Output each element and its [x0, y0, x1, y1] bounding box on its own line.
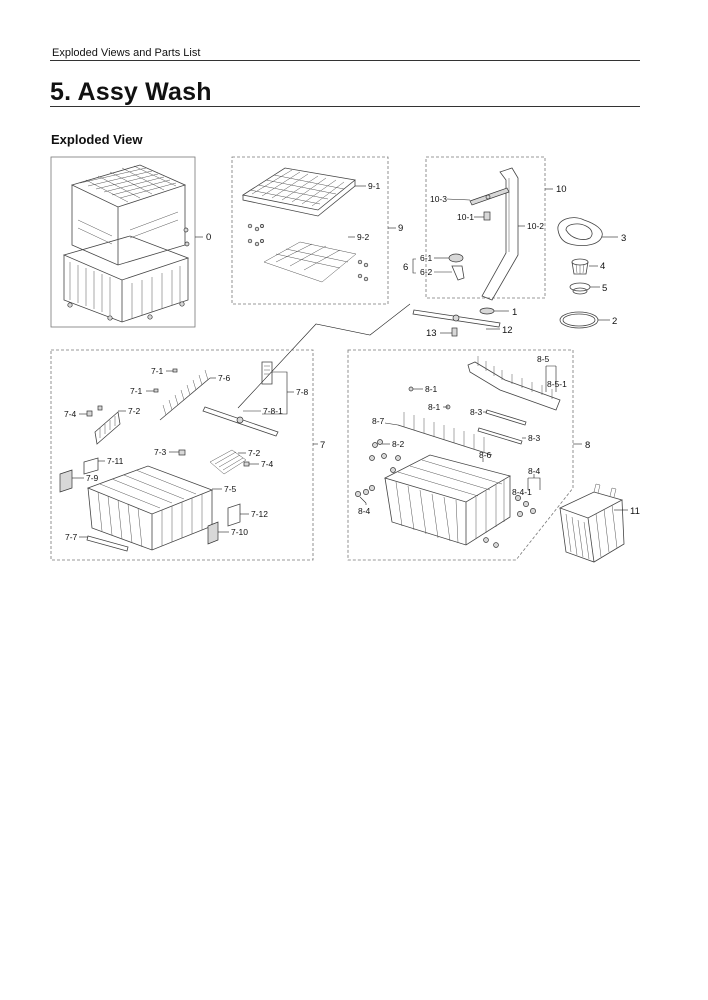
callout-8-6: 8-6 — [479, 450, 492, 460]
callout-10-2: 10-2 — [527, 221, 544, 231]
section-header: Exploded Views and Parts List — [52, 47, 201, 59]
callout-7-8-1: 7-8-1 — [263, 406, 283, 416]
callout-9: 9 — [398, 223, 403, 234]
callout-7-12: 7-12 — [251, 509, 268, 519]
assembly-8-frame — [347, 349, 574, 561]
callout-9-1: 9-1 — [368, 181, 381, 191]
part-6-1-disc — [448, 253, 464, 263]
callout-6: 6 — [403, 262, 408, 273]
callout-8-1a: 8-1 — [425, 384, 438, 394]
assembly-7-frame — [50, 349, 314, 561]
callout-7-6: 7-6 — [218, 373, 231, 383]
part-7-1-clip — [153, 368, 178, 393]
callout-2: 2 — [612, 316, 617, 327]
part-7-6-tine-row — [159, 369, 211, 421]
callout-8-5: 8-5 — [537, 354, 550, 364]
callout-11: 11 — [630, 506, 640, 517]
part-2-gasket — [559, 311, 599, 329]
callout-7-1a: 7-1 — [151, 366, 164, 376]
part-7-2-cup-shelf — [209, 449, 247, 475]
callout-7-10: 7-10 — [231, 527, 248, 537]
part-8-5-tine-section — [467, 356, 561, 411]
callout-8-2: 8-2 — [392, 439, 405, 449]
title-rule — [50, 106, 640, 107]
part-7-11-handle — [83, 457, 99, 475]
part-7-10-bracket — [207, 521, 219, 545]
header-rule — [50, 60, 640, 61]
part-7-8-1-spray-arm — [202, 406, 279, 437]
part-7-12-bracket — [227, 503, 241, 527]
callout-7-5: 7-5 — [224, 484, 237, 494]
callout-8-4-1: 8-4-1 — [512, 487, 532, 497]
callout-10: 10 — [556, 184, 567, 195]
part-8-2-wheels — [369, 439, 401, 473]
part-1-hub — [479, 307, 495, 315]
callout-7-9: 7-9 — [86, 473, 99, 483]
part-3-filter-plate — [557, 217, 603, 246]
callout-8-3a: 8-3 — [470, 407, 483, 417]
callout-12: 12 — [502, 325, 513, 336]
callout-4: 4 — [600, 261, 605, 272]
part-9-2-rack-frame — [263, 241, 357, 283]
callout-7-3: 7-3 — [154, 447, 167, 457]
part-7-7-rail — [86, 535, 129, 552]
part-5-filter-ring — [569, 282, 591, 295]
callout-8-4b: 8-4 — [358, 506, 371, 516]
callout-10-1: 10-1 — [457, 212, 474, 222]
part-7-5-upper-basket — [86, 465, 214, 551]
part-13-bolt — [451, 327, 458, 337]
part-7-4-clip-left — [86, 405, 103, 417]
part-8-3-rails — [477, 409, 527, 445]
callout-10-3: 10-3 — [430, 194, 447, 204]
part-4-filter-cup — [571, 258, 589, 275]
part-8-6-lower-basket — [383, 454, 512, 546]
callout-8-3b: 8-3 — [528, 433, 541, 443]
part-10-2-supply-duct — [481, 167, 519, 301]
callout-7-11: 7-11 — [107, 456, 124, 466]
callout-7-7: 7-7 — [65, 532, 78, 542]
callout-0: 0 — [206, 232, 211, 243]
subtitle-exploded-view: Exploded View — [51, 132, 143, 147]
callout-8-5-1: 8-5-1 — [547, 379, 567, 389]
callout-7-2b: 7-2 — [248, 448, 261, 458]
part-8-7-tine-row — [397, 412, 493, 456]
callout-7-2a: 7-2 — [128, 406, 141, 416]
part-12-lower-spray-arm — [412, 309, 501, 328]
callout-7: 7 — [320, 440, 325, 451]
callout-8: 8 — [585, 440, 590, 451]
callout-13: 13 — [426, 328, 437, 339]
part-6-2-elbow — [451, 265, 465, 281]
callout-3: 3 — [621, 233, 626, 244]
part-7-2-tine-insert — [94, 411, 121, 445]
part-11-cutlery-basket — [558, 483, 625, 563]
callout-7-4b: 7-4 — [261, 459, 274, 469]
callout-7-8: 7-8 — [296, 387, 309, 397]
part-9-1-upper-rack-top — [241, 167, 356, 217]
callout-7-4a: 7-4 — [64, 409, 77, 419]
callout-5: 5 — [602, 283, 607, 294]
part-8-4-wheels — [355, 485, 536, 548]
part-7-4-clip-right — [243, 461, 250, 467]
part-9-clips — [247, 223, 369, 282]
part-7-3-clip — [178, 449, 186, 456]
part-7-8-rack-adjuster — [261, 361, 273, 385]
callout-6-1: 6-1 — [420, 253, 433, 263]
assembly-0-full-rack — [50, 156, 196, 328]
callout-7-1b: 7-1 — [130, 386, 143, 396]
part-7-9-bracket — [59, 469, 73, 493]
callout-8-1b: 8-1 — [428, 402, 441, 412]
assembly-9-frame — [231, 156, 389, 305]
callout-9-2: 9-2 — [357, 232, 370, 242]
callout-8-7: 8-7 — [372, 416, 385, 426]
part-10-3-upper-spray-arm — [469, 187, 510, 206]
callout-6-2: 6-2 — [420, 267, 433, 277]
callout-8-4a: 8-4 — [528, 466, 541, 476]
page-title: 5. Assy Wash — [50, 78, 212, 106]
callout-1: 1 — [512, 307, 517, 318]
part-10-1-nozzle — [483, 211, 491, 221]
